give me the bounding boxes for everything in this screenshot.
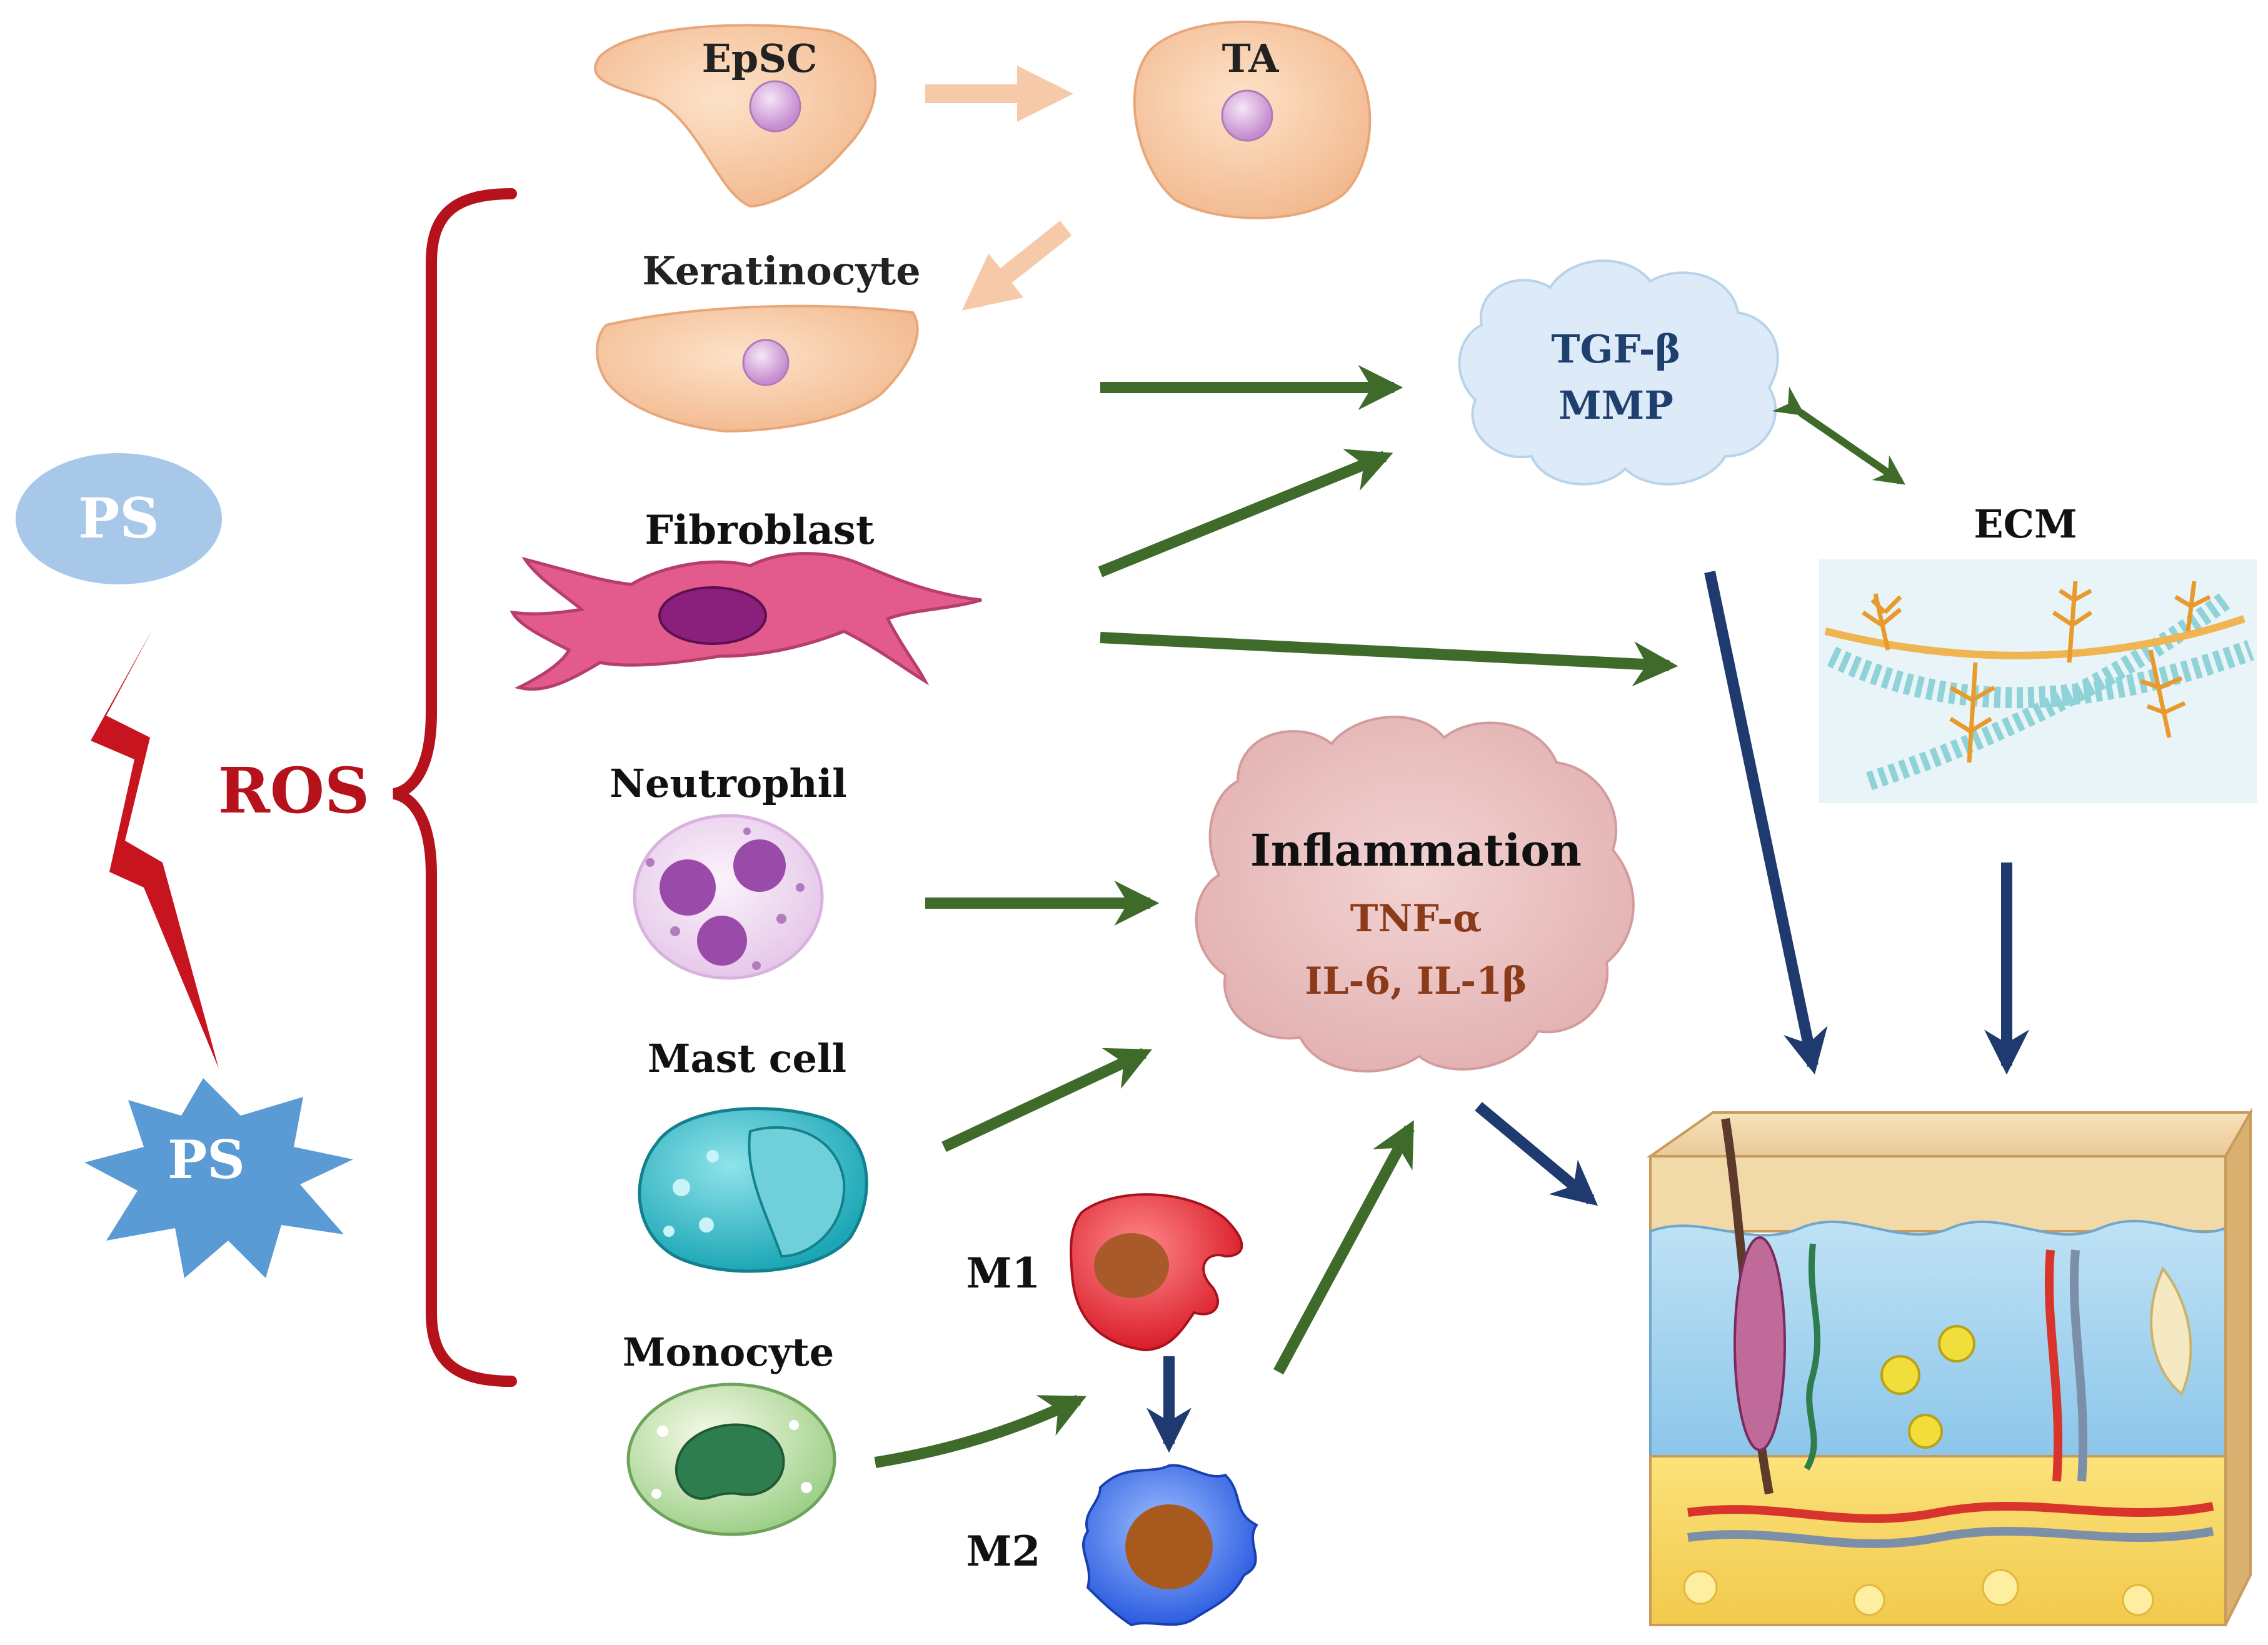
ecm-label: ECM bbox=[1974, 501, 2077, 547]
mmp-label: MMP bbox=[1558, 382, 1673, 428]
tgf-beta-label: TGF-β bbox=[1551, 326, 1680, 372]
m2-macrophage bbox=[1081, 1464, 1258, 1627]
mast-cell bbox=[638, 1107, 868, 1273]
m1-to-inflammation-arrow bbox=[1273, 1120, 1415, 1375]
ta-nucleus bbox=[1221, 89, 1273, 142]
fibroblast-to-tgf-arrow bbox=[1098, 449, 1393, 578]
m2-label: M2 bbox=[966, 1527, 1041, 1576]
fibroblast-cell bbox=[509, 552, 982, 691]
hair-follicle-icon bbox=[1734, 1236, 1786, 1451]
starburst-icon bbox=[84, 1078, 353, 1278]
skin-cross-section bbox=[1646, 1108, 2253, 1626]
fibroblast-to-ecm-arrow bbox=[1100, 632, 1678, 687]
ta-cell: TA bbox=[1133, 21, 1372, 219]
inflammation-cloud: Inflammation TNF-α IL-6, IL-1β bbox=[1195, 716, 1635, 1072]
monocyte-to-macrophage-arrow bbox=[874, 1394, 1087, 1468]
monocyte-nucleus bbox=[675, 1423, 785, 1500]
fat-cells-icon bbox=[1683, 1569, 2154, 1616]
epsc-cell: EpSC bbox=[594, 24, 877, 208]
m1-macrophage bbox=[1070, 1193, 1243, 1352]
mast-cell-to-inflammation-arrow bbox=[941, 1048, 1153, 1152]
tgf-mmp-cloud: TGF-β MMP bbox=[1458, 259, 1779, 486]
ps-ground-state: PS bbox=[16, 453, 222, 584]
mast-cell-label: Mast cell bbox=[648, 1036, 846, 1081]
m1-label: M1 bbox=[966, 1249, 1041, 1298]
ecm-panel bbox=[1819, 559, 2257, 803]
green-pathway-arrows bbox=[874, 365, 1678, 1468]
m1-nucleus bbox=[1094, 1233, 1169, 1298]
keratinocyte-nucleus bbox=[742, 339, 790, 386]
fibroblast-label: Fibroblast bbox=[645, 507, 874, 554]
tnf-alpha-label: TNF-α bbox=[1350, 897, 1482, 941]
m2-nucleus bbox=[1125, 1504, 1213, 1589]
keratinocyte-cell bbox=[596, 304, 919, 433]
interleukin-label: IL-6, IL-1β bbox=[1305, 959, 1527, 1003]
ros-brace bbox=[392, 188, 517, 1387]
monocyte-cell bbox=[626, 1382, 836, 1536]
epsc-nucleus bbox=[749, 80, 801, 132]
ps-excited-label: PS bbox=[168, 1129, 245, 1191]
blood-vessels-icon bbox=[1687, 1249, 2214, 1548]
nerve-endings-icon bbox=[1880, 1266, 2192, 1449]
neutrophil-cell bbox=[633, 814, 824, 980]
ros-label: ROS bbox=[218, 754, 369, 828]
tgf-to-skin-arrow bbox=[1704, 571, 1828, 1075]
neutrophil-label: Neutrophil bbox=[610, 761, 846, 806]
sweat-gland-icon bbox=[1804, 1243, 1821, 1471]
ps-excited-state: PS bbox=[84, 1078, 353, 1278]
navy-outcome-arrows bbox=[1475, 571, 2029, 1206]
inflammation-title: Inflammation bbox=[1250, 824, 1582, 876]
mast-cell-nucleus bbox=[748, 1126, 846, 1258]
inflammation-to-skin-arrow bbox=[1475, 1102, 1598, 1206]
lightning-bolt-icon bbox=[91, 628, 219, 1069]
ta-label: TA bbox=[1222, 36, 1280, 81]
ta-to-keratinocyte-arrow bbox=[961, 221, 1072, 311]
fibroblast-nucleus bbox=[658, 586, 767, 645]
monocyte-label: Monocyte bbox=[623, 1329, 834, 1375]
epsc-label: EpSC bbox=[702, 36, 818, 81]
ps-ground-label: PS bbox=[78, 486, 159, 551]
tgf-ecm-bidirectional-arrow bbox=[1772, 386, 1905, 485]
keratinocyte-label: Keratinocyte bbox=[642, 248, 920, 294]
